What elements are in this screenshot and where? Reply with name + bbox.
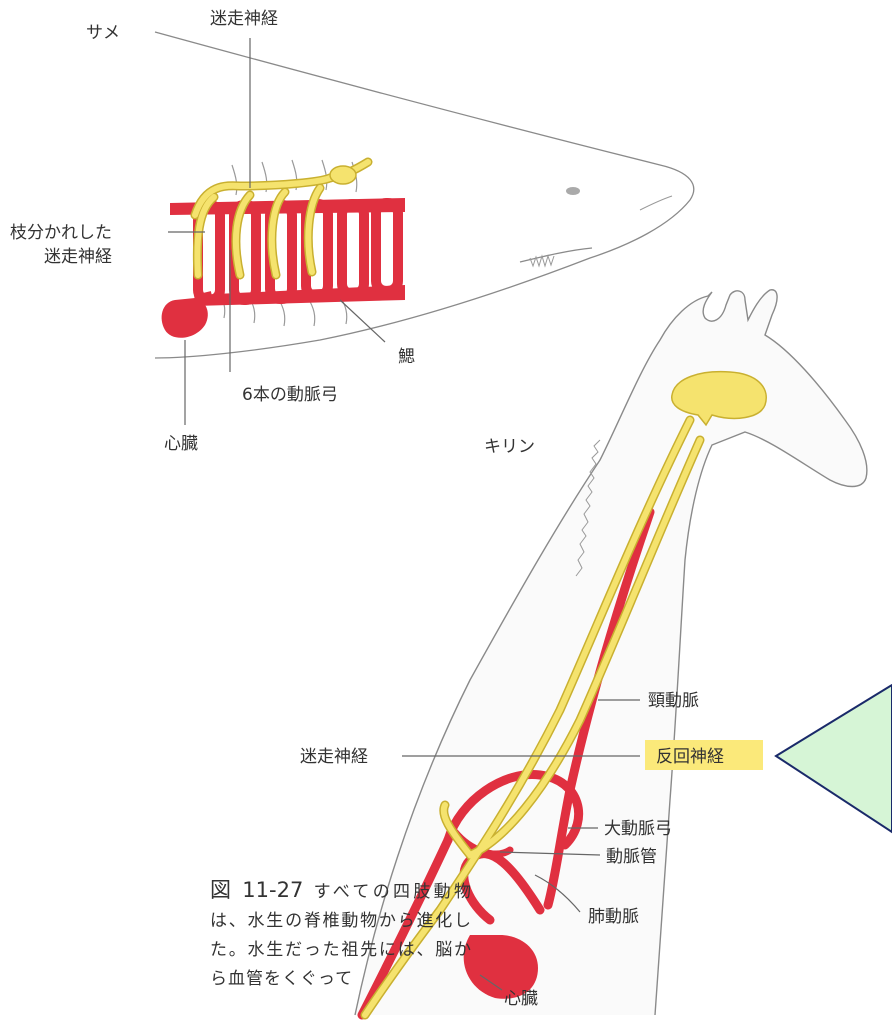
giraffe-heart xyxy=(463,935,538,999)
giraffe-illustration xyxy=(354,289,868,1020)
label-vagus-giraffe: 迷走神経 xyxy=(300,747,368,767)
aortic-arch-5 xyxy=(337,199,369,299)
label-shark: サメ xyxy=(86,23,120,43)
label-vagus-top: 迷走神経 xyxy=(210,9,278,29)
leader-ductus xyxy=(499,851,601,856)
giraffe-carotid-artery xyxy=(543,507,655,910)
giraffe-mane xyxy=(575,439,601,577)
leader-pulmonary xyxy=(534,874,581,913)
giraffe-descending-aorta xyxy=(357,835,453,1020)
label-branched-vagus-2: 迷走神経 xyxy=(44,247,112,267)
giraffe-brain xyxy=(671,370,767,427)
shark-heart xyxy=(161,298,208,338)
shark-vagus-nerve xyxy=(190,157,373,280)
label-gill: 鰓 xyxy=(398,347,415,367)
shark-mouth xyxy=(519,247,593,263)
shark-vagus-ganglion xyxy=(329,165,357,185)
leader-gill xyxy=(339,299,386,343)
label-recurrent-nerve: 反回神経 xyxy=(656,747,724,767)
label-carotid: 頸動脈 xyxy=(648,691,699,711)
label-branched-vagus-1: 枝分かれした xyxy=(10,223,112,243)
callout-pointer xyxy=(774,683,892,834)
label-ductus: 動脈管 xyxy=(606,847,657,867)
aortic-arch-6 xyxy=(371,198,403,296)
shark-illustration xyxy=(154,31,695,425)
giraffe-vagus-nerve xyxy=(360,370,767,1020)
label-pulmonary: 肺動脈 xyxy=(588,907,639,927)
leader-giraffe-heart xyxy=(479,974,503,991)
label-aortic-arches: 6本の動脈弓 xyxy=(242,385,338,405)
caption-text: すべての四肢動物は、水生の脊椎動物から進化した。水生だった祖先には、脳から血管を… xyxy=(210,882,472,989)
shark-eye xyxy=(566,187,580,195)
giraffe-aortic-arch-vessel xyxy=(443,769,584,850)
shark-body-outline xyxy=(154,31,695,359)
recurrent-nerve-highlight xyxy=(645,740,763,770)
shark-teeth xyxy=(529,254,555,268)
label-giraffe: キリン xyxy=(484,437,535,457)
shark-jaw-line xyxy=(639,195,673,211)
label-shark-heart: 心臓 xyxy=(164,434,198,454)
label-aortic-arch: 大動脈弓 xyxy=(604,819,672,839)
label-giraffe-heart: 心臓 xyxy=(504,989,538,1009)
figure-number: 図 11-27 xyxy=(210,878,304,902)
